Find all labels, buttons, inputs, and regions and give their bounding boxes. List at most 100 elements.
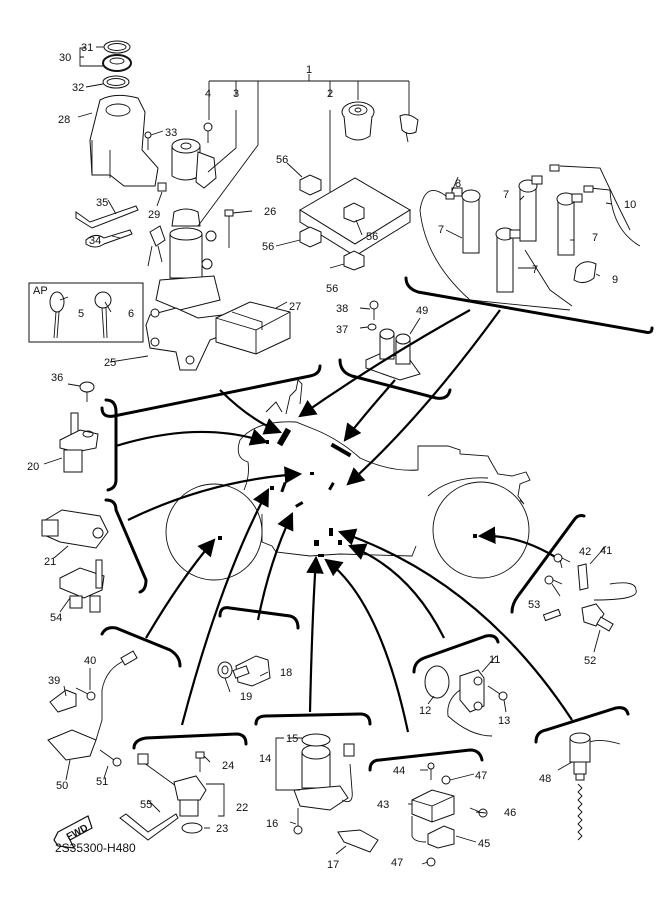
sensor-21: [41, 509, 109, 549]
callout-34: 34: [89, 235, 101, 247]
callout-43: 43: [377, 799, 389, 811]
callout-47a: 47: [475, 770, 487, 782]
callout-31: 31: [81, 42, 93, 54]
callout-3: 3: [233, 88, 239, 100]
group-bracket-ecu-mount: [338, 358, 452, 400]
sensor-11: [447, 669, 493, 737]
callout-4: 4: [205, 88, 211, 100]
callout-42: 42: [579, 546, 591, 558]
washer-37: [367, 323, 377, 331]
key-6: [94, 291, 112, 339]
solenoid-14: [293, 743, 355, 811]
bolt-4: [203, 122, 213, 143]
pad-56a: [299, 174, 322, 196]
coil-7d: [556, 192, 583, 256]
wrench-35: [75, 205, 139, 229]
sensor-52: [542, 582, 637, 632]
callout-6: 6: [128, 308, 134, 320]
group-bracket-48: [534, 706, 630, 744]
grommet-part-1: [341, 101, 375, 141]
group-bracket-39-51: [100, 626, 182, 668]
callout-35: 35: [96, 197, 108, 209]
callout-11: 11: [489, 654, 500, 666]
relay-43: [411, 789, 455, 823]
callout-29: 29: [148, 209, 160, 221]
coil-7c: [495, 227, 521, 293]
callout-36: 36: [51, 372, 63, 384]
bolt-38: [369, 300, 379, 320]
oring-23: [181, 822, 203, 834]
callout-39: 39: [48, 675, 60, 687]
pad-56b: [343, 202, 365, 223]
sensor-18: [232, 655, 271, 687]
callout-45: 45: [478, 838, 490, 850]
bolt-26: [224, 209, 234, 248]
coil-7a: [451, 187, 481, 254]
group-bracket-20: [104, 398, 118, 492]
leader-lines: [43, 46, 613, 865]
callout-46: 46: [504, 807, 516, 819]
nut-29: [157, 182, 167, 192]
keys-in-switch: [147, 225, 166, 267]
sensor-54: [59, 559, 105, 613]
callout-54: 54: [50, 612, 62, 624]
bolt-51: [99, 749, 122, 767]
callout-56c: 56: [262, 241, 274, 253]
callout-50: 50: [56, 780, 68, 792]
callout-15: 15: [286, 733, 298, 745]
sensor-22: [137, 753, 207, 817]
screw-36: [79, 381, 95, 402]
callout-26: 26: [264, 206, 276, 218]
sensor-20: [59, 412, 99, 473]
callout-27: 27: [289, 301, 301, 313]
bracket-41: [577, 563, 589, 591]
group-bracket-43-47: [368, 748, 484, 772]
callout-1: 1: [306, 64, 312, 76]
group-bracket-main-switch: [100, 364, 322, 418]
group-bracket-14-17: [254, 712, 372, 726]
bracket-25: [145, 307, 237, 371]
callout-48: 48: [539, 773, 551, 785]
coil-group: [419, 164, 641, 311]
block-27: [215, 301, 291, 355]
callout-40: 40: [84, 655, 96, 667]
location-markers: [218, 427, 477, 557]
switch-45: [411, 816, 455, 849]
cap-30: [102, 54, 132, 72]
callout-28: 28: [58, 114, 70, 126]
motorcycle-silhouette: [165, 379, 531, 581]
ap-box: [28, 282, 144, 343]
oring-15: [301, 733, 331, 747]
pad-56c: [299, 226, 322, 248]
callout-18: 18: [280, 667, 292, 679]
bolt-16: [293, 808, 303, 835]
callout-33: 33: [165, 127, 177, 139]
bolt-24: [195, 751, 205, 772]
callout-7d: 7: [532, 264, 538, 276]
clip-part-1: [399, 114, 419, 143]
callout-38: 38: [336, 303, 348, 315]
callout-30: 30: [59, 52, 71, 64]
bolt-40: [75, 687, 96, 701]
callout-19: 19: [240, 691, 252, 703]
callout-53: 53: [528, 599, 540, 611]
group-bracket-22-24: [132, 732, 248, 750]
callout-bracket-1: [197, 74, 410, 227]
nut-47b: [426, 857, 436, 867]
clamp-9: [573, 261, 597, 284]
bolt-44: [427, 762, 435, 780]
bracket-39: [49, 689, 77, 713]
bolt-42: [553, 553, 571, 563]
group-bracket-11-13: [412, 634, 500, 674]
callout-25: 25: [104, 357, 116, 369]
callout-37: 37: [336, 324, 348, 336]
lead-10: [549, 164, 594, 193]
callout-13: 13: [498, 715, 510, 727]
callout-23: 23: [216, 823, 228, 835]
bolt-53: [544, 575, 563, 585]
callout-56a: 56: [276, 154, 288, 166]
callout-16: 16: [266, 818, 278, 830]
bolt-33: [144, 131, 152, 150]
callout-24: 24: [222, 760, 234, 772]
